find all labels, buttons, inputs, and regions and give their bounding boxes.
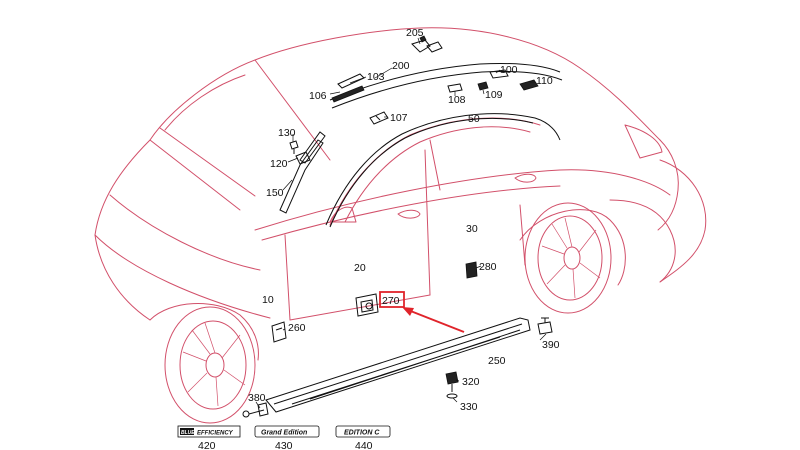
label-50: 50 — [468, 113, 480, 125]
label-20: 20 — [354, 262, 366, 274]
badge-grand-edition-text: Grand Edition — [261, 430, 307, 437]
label-250: 250 — [488, 355, 506, 367]
label-380: 380 — [248, 392, 266, 404]
part-260-clip — [271, 321, 287, 343]
part-103-trim — [337, 73, 365, 89]
badge-edition-c: EDITION C — [335, 425, 391, 438]
label-110: 110 — [536, 75, 553, 87]
car-body-outline — [94, 27, 707, 361]
part-50-window-channel — [325, 113, 561, 228]
part-280-clip — [465, 261, 478, 279]
part-106-strip — [331, 85, 365, 103]
part-320-screw — [445, 371, 459, 392]
label-10: 10 — [262, 294, 274, 306]
part-150-a-pillar — [279, 131, 326, 214]
highlight-box — [379, 291, 405, 308]
part-380-bolt — [242, 402, 269, 418]
part-107-clip — [369, 111, 389, 125]
part-130-clip — [289, 140, 299, 154]
label-130: 130 — [278, 127, 296, 139]
label-280: 280 — [479, 261, 497, 273]
badge-efficiency-text: EFFICIENCY — [197, 431, 234, 437]
part-205-clips — [411, 35, 443, 53]
part-108-clip — [447, 83, 463, 93]
badge-blue-text: BLUE — [181, 430, 195, 436]
part-labels: 205 200 103 106 100 110 108 109 107 50 1… — [198, 27, 560, 450]
label-106: 106 — [309, 90, 327, 102]
label-200: 200 — [392, 60, 410, 72]
label-103: 103 — [367, 71, 385, 83]
leader-lines — [255, 37, 547, 409]
part-100-end-cap — [489, 69, 509, 79]
label-430: 430 — [275, 440, 293, 450]
label-30: 30 — [466, 223, 478, 235]
part-120-clip — [295, 151, 311, 165]
part-330-washer — [446, 393, 458, 399]
label-330: 330 — [460, 401, 478, 413]
label-205: 205 — [406, 27, 424, 39]
label-440: 440 — [355, 440, 373, 450]
part-390-bolt — [537, 317, 553, 335]
part-109-clip — [477, 81, 489, 91]
part-250-side-skirt — [265, 317, 531, 413]
label-120: 120 — [270, 158, 288, 170]
label-420: 420 — [198, 440, 216, 450]
part-200-roof-molding — [329, 62, 563, 109]
label-108: 108 — [448, 94, 466, 106]
label-150: 150 — [266, 187, 284, 199]
highlight-270 — [379, 291, 465, 333]
front-wheel — [164, 306, 256, 424]
part-270-clip — [355, 293, 379, 317]
label-109: 109 — [485, 89, 503, 101]
label-107: 107 — [390, 112, 408, 124]
label-260: 260 — [288, 322, 306, 334]
label-100: 100 — [500, 64, 518, 76]
label-390: 390 — [542, 339, 560, 351]
arrow-head — [402, 307, 414, 316]
badge-blue-efficiency: BLUE EFFICIENCY — [177, 425, 241, 438]
badge-grand-edition: Grand Edition — [254, 425, 320, 438]
badge-edition-c-text: EDITION C — [344, 430, 380, 437]
rear-wheel — [524, 202, 612, 314]
label-320: 320 — [462, 376, 480, 388]
highlight-arrow — [407, 309, 465, 333]
part-110-cap — [519, 79, 539, 91]
label-270: 270 — [382, 295, 400, 307]
